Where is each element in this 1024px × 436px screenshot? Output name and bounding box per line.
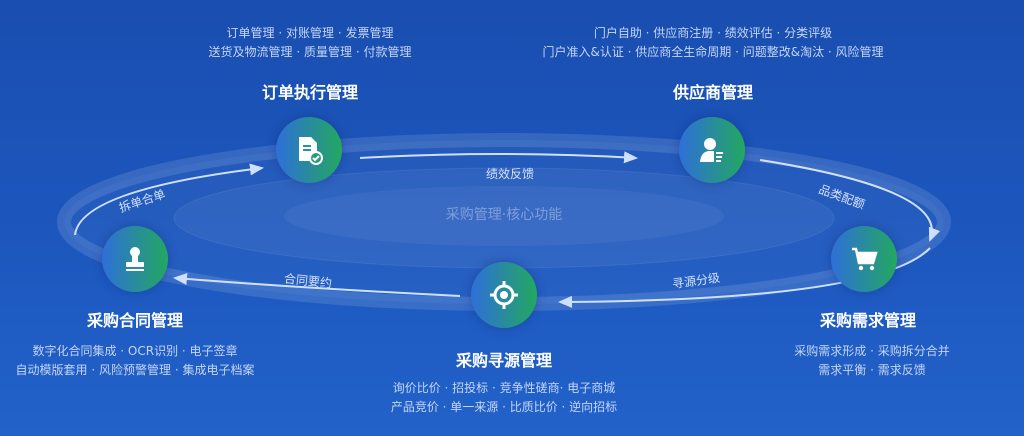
module-title: 供应商管理 [672, 83, 754, 102]
module-title: 订单执行管理 [261, 83, 359, 102]
module-title: 采购寻源管理 [455, 351, 553, 370]
module-description: 数字化合同集成 · OCR识别 · 电子签章自动模版套用 · 风险预警管理 · … [15, 344, 255, 377]
module-description: 采购需求形成 · 采购拆分合并需求平衡 · 需求反馈 [794, 344, 950, 377]
module-description: 订单管理 · 对账管理 · 发票管理送货及物流管理 · 质量管理 · 付款管理 [208, 26, 412, 59]
target-icon [490, 281, 518, 309]
stamp-icon [126, 247, 144, 271]
module-title: 采购需求管理 [819, 311, 917, 330]
procurement-demand-node[interactable] [831, 226, 897, 292]
contract-node[interactable] [102, 226, 168, 292]
center-label: 采购管理·核心功能 [445, 207, 563, 223]
supplier-node[interactable] [679, 117, 745, 183]
document-check-icon [299, 137, 323, 165]
module-description: 门户自助 · 供应商注册 · 绩效评估 · 分类评级门户准入&认证 · 供应商全… [542, 26, 884, 59]
sourcing-node[interactable] [471, 262, 537, 328]
shopping-cart-icon [852, 247, 878, 271]
supplier-person-icon [700, 138, 723, 162]
module-title: 采购合同管理 [86, 311, 184, 330]
order-execution-node[interactable] [276, 117, 342, 183]
module-description: 询价比价 · 招投标 · 竞争性磋商· 电子商城产品竞价 · 单一来源 · 比质… [390, 381, 618, 414]
flow-label: 绩效反馈 [486, 167, 535, 181]
